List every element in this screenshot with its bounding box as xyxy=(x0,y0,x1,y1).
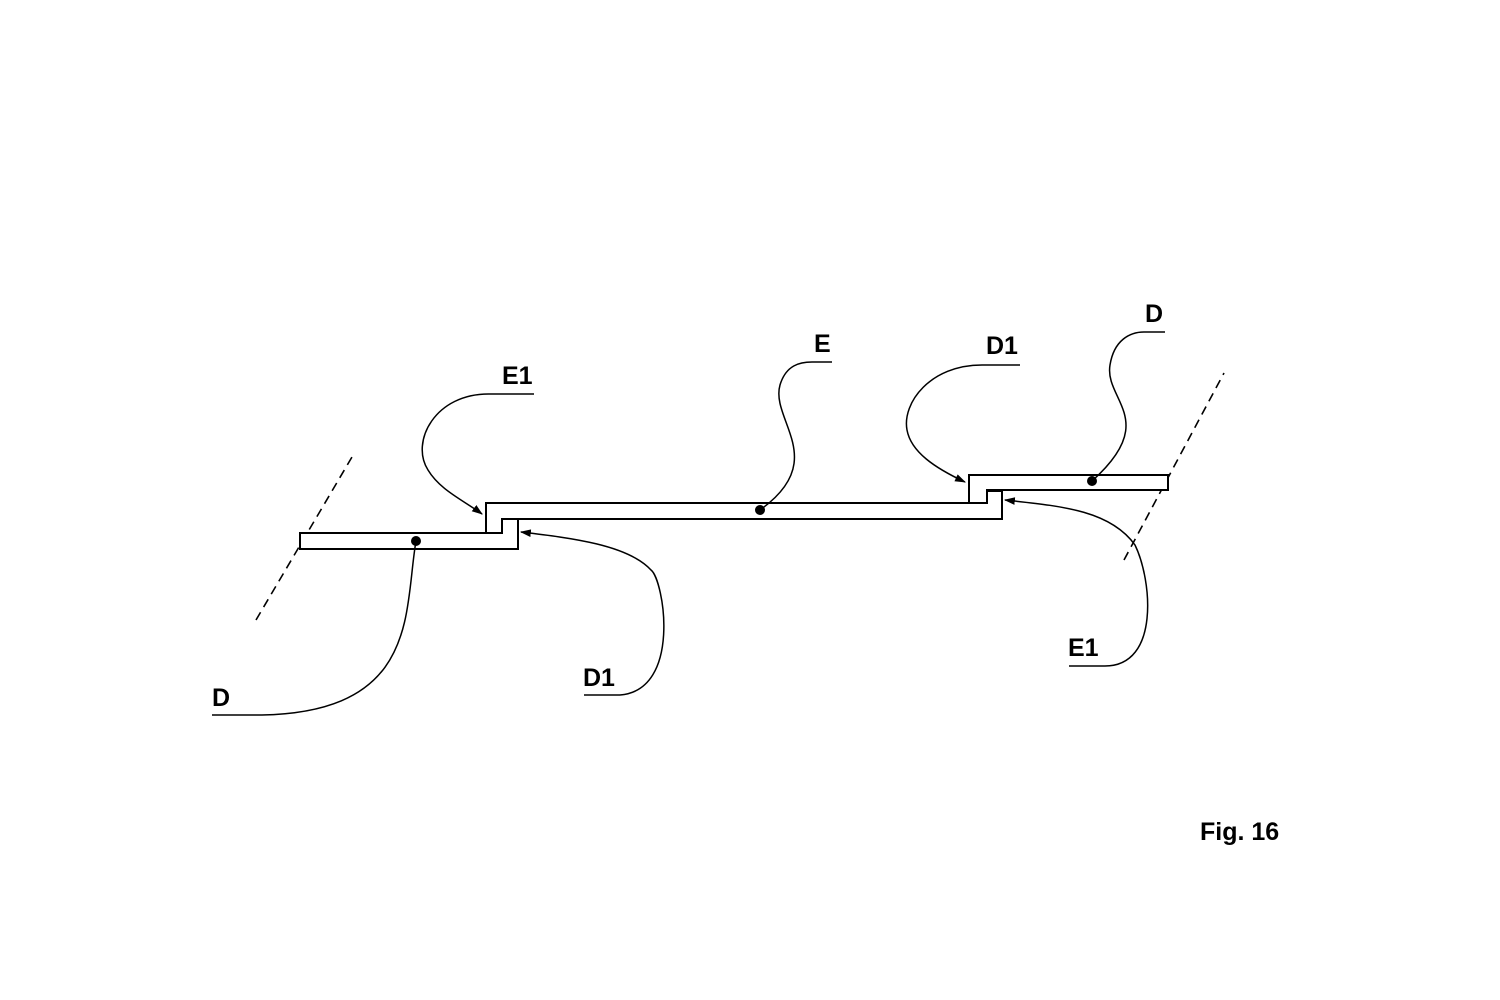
leader-d-right xyxy=(1091,331,1145,482)
figure-caption: Fig. 16 xyxy=(1200,818,1279,846)
break-line-right xyxy=(1123,372,1225,561)
leader-d1-right xyxy=(905,364,983,483)
label-d-left: D xyxy=(212,684,230,712)
panel-e xyxy=(485,490,1003,534)
leader-d-left xyxy=(261,540,417,716)
label-d1-left: D1 xyxy=(583,664,615,692)
leader-e1-left xyxy=(421,393,491,515)
leader-e1-right xyxy=(1003,497,1149,667)
leader-e-center xyxy=(759,361,813,511)
label-d1-right: D1 xyxy=(986,332,1018,360)
label-e-center: E xyxy=(814,330,831,358)
label-e1-left: E1 xyxy=(502,362,533,390)
leader-d1-left xyxy=(519,529,665,696)
label-e1-right: E1 xyxy=(1068,634,1099,662)
label-d-right: D xyxy=(1145,300,1163,328)
